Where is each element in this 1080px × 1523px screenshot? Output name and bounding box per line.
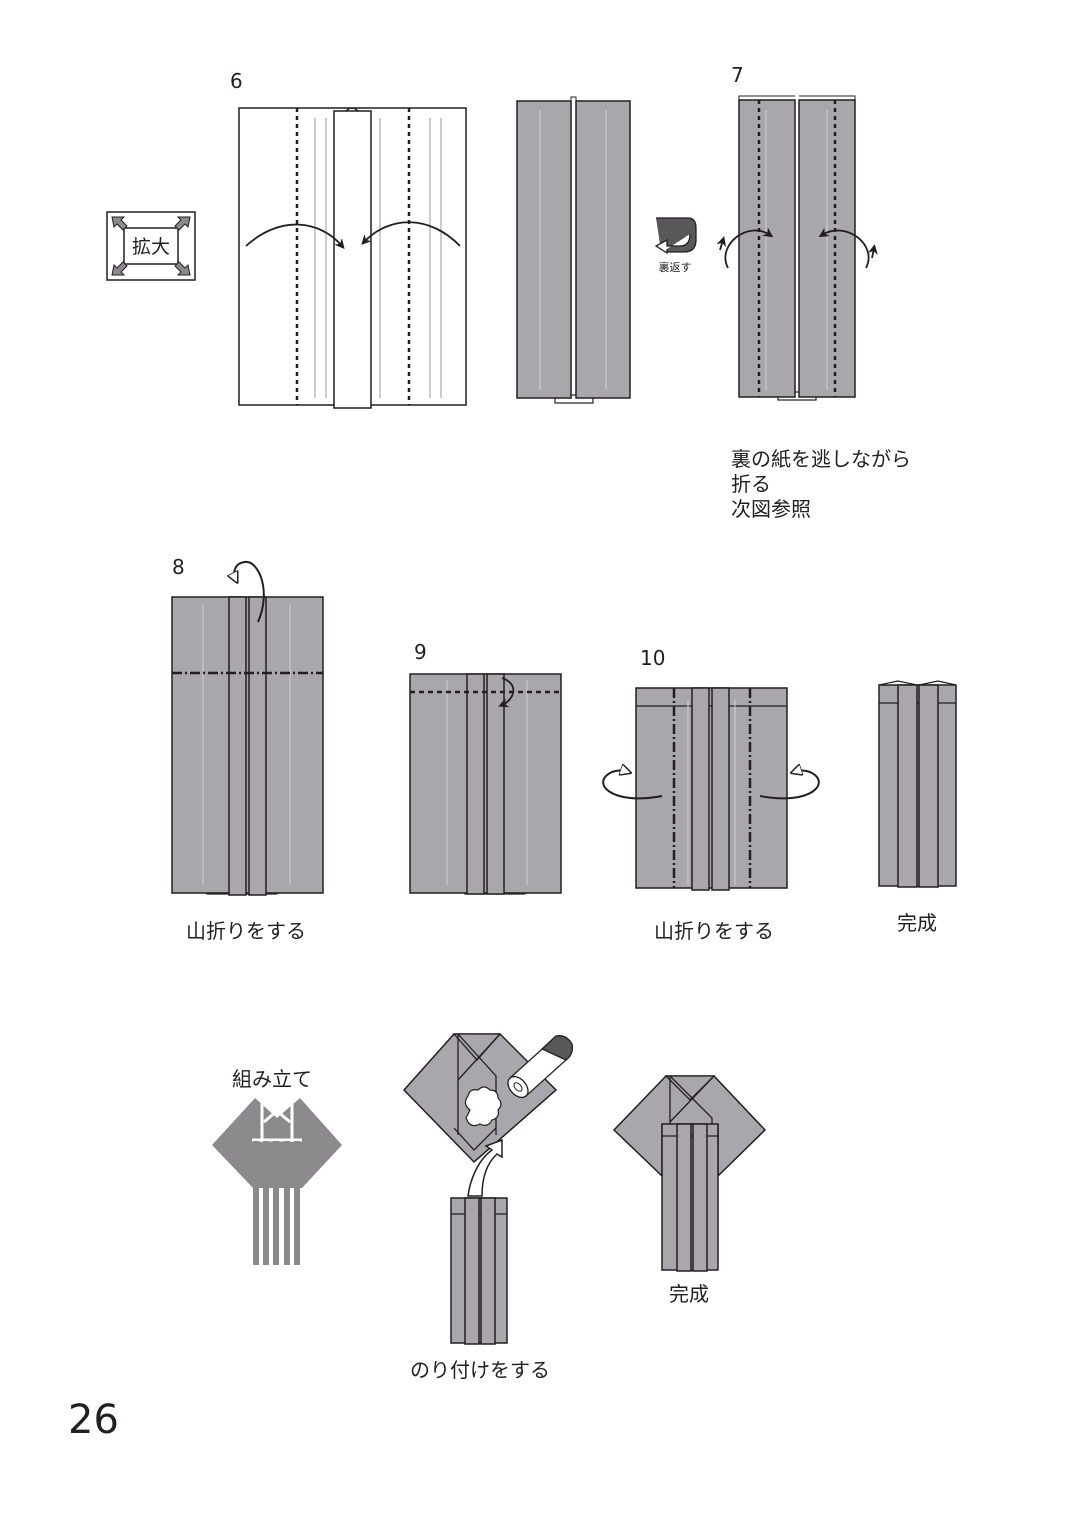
step-7-figure — [716, 95, 878, 401]
step-6-figure — [238, 107, 467, 409]
step-6-number: 6 — [230, 69, 243, 93]
step-9-number: 9 — [414, 640, 427, 664]
glue-label: のり付けをする — [410, 1358, 550, 1382]
enlarge-text: 拡大 — [132, 236, 170, 258]
step-10-figure — [602, 687, 820, 891]
flip-text: 裏返す — [659, 260, 692, 274]
assembly-preview-figure — [212, 1096, 342, 1265]
glue-stick-icon — [507, 1035, 574, 1099]
note-line-3: 次図参照 — [731, 497, 811, 521]
complete-pants-figure — [878, 680, 957, 888]
glue-step-figure — [402, 1033, 574, 1345]
insert-arrow-icon — [467, 1138, 503, 1197]
note-line-1: 裏の紙を逃しながら — [731, 447, 911, 471]
complete-label-1: 完成 — [897, 911, 937, 935]
mountain-fold-label-1: 山折りをする — [186, 919, 306, 943]
note-line-2: 折る — [731, 472, 771, 496]
folded-figure — [516, 96, 631, 404]
glue-spot-icon — [464, 1086, 502, 1127]
step-10-number: 10 — [640, 646, 666, 670]
flip-icon: 裏返す — [654, 217, 697, 274]
step-8-number: 8 — [172, 555, 185, 579]
step-7-number: 7 — [731, 63, 744, 87]
step-9-figure — [409, 673, 562, 895]
complete-label-2: 完成 — [669, 1282, 709, 1306]
mountain-fold-label-2: 山折りをする — [654, 919, 774, 943]
assembly-label: 組み立て — [232, 1067, 312, 1091]
enlarge-icon: 拡大 — [106, 211, 196, 281]
step-8-figure — [171, 560, 324, 896]
page-number: 26 — [68, 1397, 119, 1443]
final-kimono-figure — [612, 1075, 767, 1272]
